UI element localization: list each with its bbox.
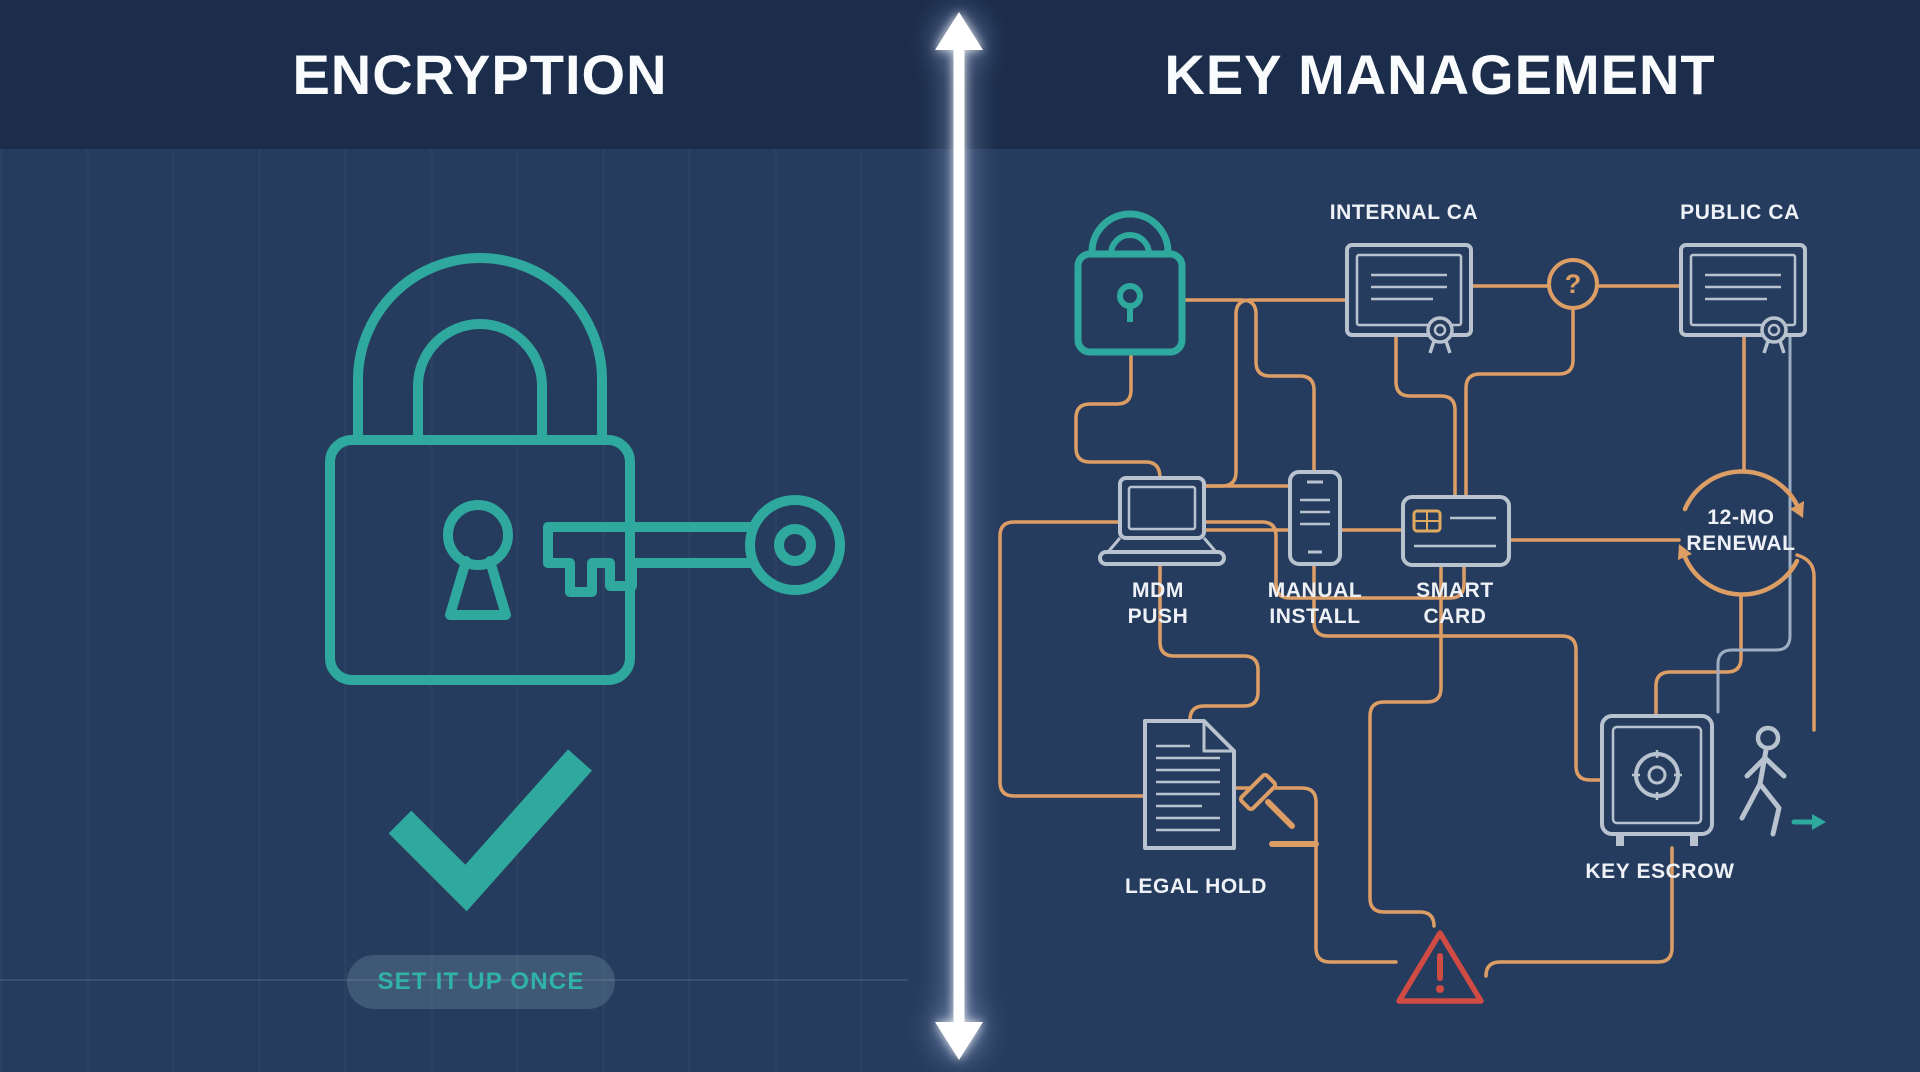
warning-triangle-icon	[1396, 930, 1484, 1004]
internal-ca-certificate-icon	[1345, 243, 1473, 354]
header-left: ENCRYPTION	[0, 0, 960, 149]
renewal-label: 12-MO RENEWAL	[1686, 506, 1796, 556]
checkmark-icon	[388, 749, 592, 912]
exit-arrow-icon	[1791, 814, 1826, 830]
padlock-icon	[1074, 210, 1186, 356]
key-management-title: KEY MANAGEMENT	[1164, 43, 1716, 106]
divider-double-arrow-icon	[935, 12, 983, 1060]
smart-card-label: SMART CARD	[1416, 579, 1494, 629]
mdm-push-label: MDM PUSH	[1127, 579, 1189, 629]
safe-icon	[1600, 714, 1714, 846]
padlock-with-key-icon	[325, 253, 845, 685]
legal-document-gavel-icon	[1143, 719, 1319, 850]
header-right: KEY MANAGEMENT	[960, 0, 1920, 149]
question-mark-label: ?	[1564, 268, 1582, 299]
key-escrow-label: KEY ESCROW	[1585, 860, 1735, 883]
public-ca-certificate-icon	[1679, 243, 1807, 354]
question-circle-icon: ?	[1547, 258, 1599, 310]
internal-ca-label: INTERNAL CA	[1329, 201, 1479, 224]
public-ca-label: PUBLIC CA	[1680, 201, 1800, 224]
set-it-up-once-badge: SET IT UP ONCE	[347, 955, 615, 1009]
smart-card-icon	[1401, 495, 1511, 567]
laptop-icon	[1098, 476, 1226, 566]
renewal-cycle-icon	[1678, 469, 1804, 597]
manual-install-label: MANUAL INSTALL	[1267, 579, 1363, 629]
smartphone-icon	[1288, 470, 1342, 566]
left-panel-baseline	[0, 979, 908, 981]
encryption-title: ENCRYPTION	[292, 43, 668, 106]
legal-hold-label: LEGAL HOLD	[1124, 875, 1268, 898]
badge-label: SET IT UP ONCE	[377, 968, 585, 995]
walking-person-icon	[1739, 725, 1826, 837]
